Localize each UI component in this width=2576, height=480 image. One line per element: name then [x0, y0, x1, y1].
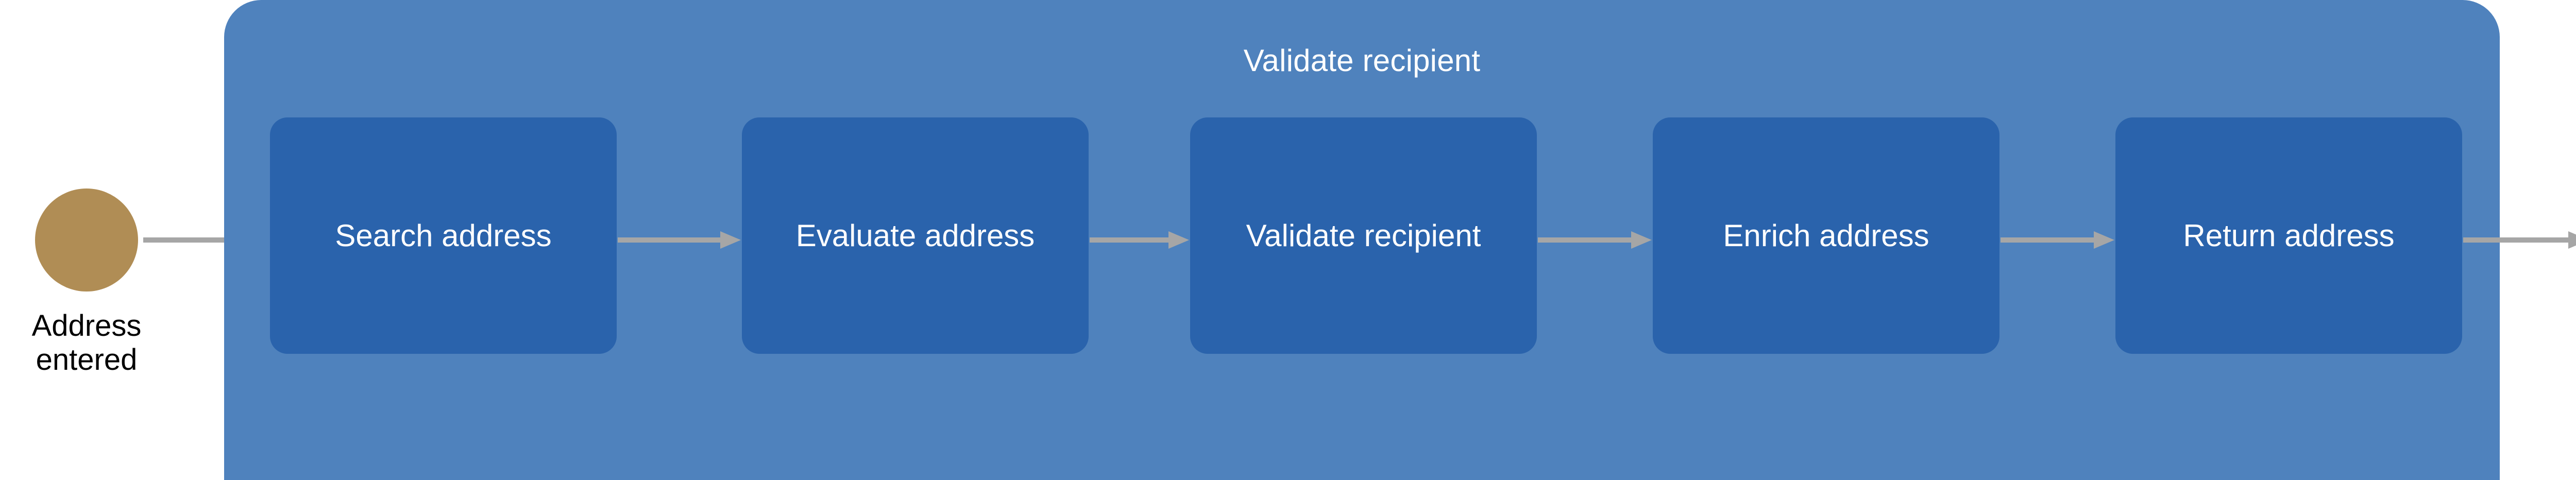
- end-terminator-label: Address validated: [2553, 309, 2576, 377]
- start-terminator-label-line2: entered: [36, 343, 138, 377]
- step-box-search-address[interactable]: Search address: [270, 117, 617, 354]
- step-label-enrich-address: Enrich address: [1723, 218, 1929, 253]
- process-container-title: Validate recipient: [1243, 43, 1481, 78]
- start-terminator-label: Address entered: [0, 309, 174, 377]
- step-label-return-address: Return address: [2183, 218, 2395, 253]
- step-box-validate-recipient[interactable]: Validate recipient: [1190, 117, 1537, 354]
- end-terminator-label-line2: validated: [2553, 343, 2576, 377]
- step-label-validate-recipient: Validate recipient: [1246, 218, 1481, 253]
- connector-arrow-enrich-to-return: [2001, 230, 2114, 250]
- connector-arrow-search-to-evaluate: [618, 230, 741, 250]
- start-terminator-label-line1: Address: [31, 309, 142, 342]
- step-box-return-address[interactable]: Return address: [2115, 117, 2462, 354]
- connector-arrow-evaluate-to-validate: [1090, 230, 1189, 250]
- end-terminator-label-line1: Address: [2553, 309, 2576, 343]
- connector-arrow-start-to-search-address: [143, 230, 270, 250]
- step-box-evaluate-address[interactable]: Evaluate address: [742, 117, 1089, 354]
- start-terminator-circle[interactable]: [35, 188, 138, 292]
- step-box-enrich-address[interactable]: Enrich address: [1653, 117, 1999, 354]
- step-label-search-address: Search address: [335, 218, 552, 253]
- connector-arrow-return-to-end: [2463, 230, 2576, 250]
- step-label-evaluate-address: Evaluate address: [795, 218, 1035, 253]
- connector-arrow-validate-to-enrich: [1538, 230, 1652, 250]
